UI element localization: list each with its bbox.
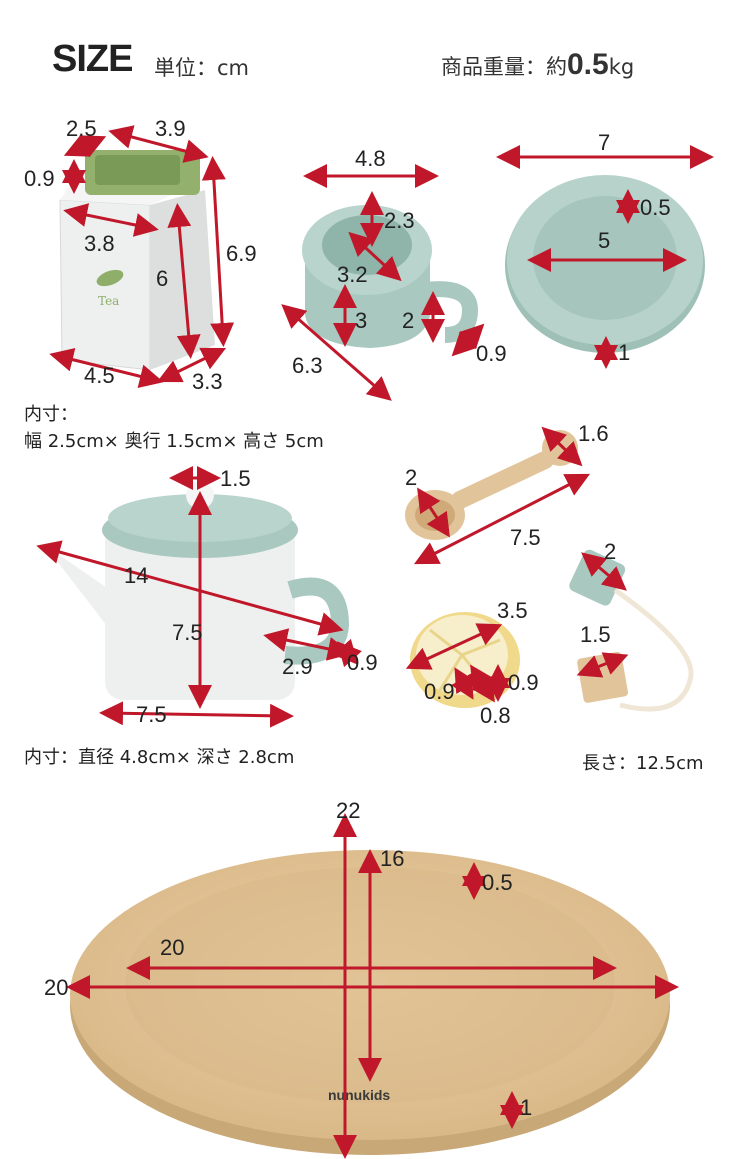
tray-dim-inner-width: 20	[160, 935, 185, 960]
weight-unit: kg	[608, 55, 635, 79]
teapot-inner-size: 内寸：直径 4.8cm× 深さ 2.8cm	[24, 747, 295, 768]
tray-dim-length: 22	[336, 798, 361, 823]
tea-box-dim-height: 6.9	[226, 241, 257, 266]
saucer-dim-diameter: 7	[598, 130, 611, 155]
saucer-dim-rim: 0.5	[640, 195, 671, 220]
spoon-dim-handle: 1.6	[578, 421, 609, 446]
saucer-dim-inner: 5	[598, 228, 611, 253]
teabag-dim-bag: 1.5	[580, 622, 611, 647]
teabag-dim-tag: 2	[604, 539, 617, 564]
tea-box-dim-height-inner: 6	[156, 266, 169, 291]
tea-box-dim-lid: 0.9	[24, 166, 55, 191]
teapot-dim-height: 7.5	[172, 620, 203, 645]
lemon-dim-gap: 0.8	[480, 703, 511, 728]
spoon-dim-length: 7.5	[510, 525, 541, 550]
tea-box-dim-width-inner: 3.8	[84, 231, 115, 256]
cup-dim-diameter: 4.8	[355, 146, 386, 171]
weight-prefix: 商品重量：約	[441, 55, 567, 79]
cup-dim-height: 3	[355, 308, 368, 333]
tea-box-dim-depth-top: 3.9	[155, 116, 186, 141]
lemon-dim-thickness: 0.9	[508, 670, 539, 695]
teapot-dim-knob: 1.5	[220, 466, 251, 491]
dimension-arrows	[36, 125, 714, 1159]
tea-box-label: Tea	[98, 294, 119, 308]
tea-box-illustration: Tea	[59, 150, 215, 371]
cup-dim-handle-height: 2	[402, 308, 415, 333]
tray-dim-thickness: 1	[520, 1095, 533, 1120]
lemon-dim-diameter: 3.5	[497, 598, 528, 623]
teapot-dim-width: 7.5	[136, 702, 167, 727]
spoon-dim-bowl: 2	[405, 465, 418, 490]
lemon-dim-cut: 0.9	[424, 679, 455, 704]
saucer-dim-thickness: 1	[618, 340, 631, 365]
tray-dim-width: 20	[44, 975, 69, 1000]
teapot-dim-handle: 2.9	[282, 654, 313, 679]
tray-dim-rim: 0.5	[482, 870, 513, 895]
page-title: SIZE	[52, 38, 133, 80]
tea-box-dim-width-bottom: 4.5	[84, 363, 115, 388]
unit-label: 単位：cm	[154, 56, 250, 80]
weight-value: 0.5	[567, 48, 609, 81]
teabag-length: 長さ：12.5cm	[582, 753, 704, 774]
tea-box-inner-size: 幅 2.5cm× 奥行 1.5cm× 高さ 5cm	[24, 431, 324, 452]
cup-dim-handle-width: 0.9	[476, 341, 507, 366]
cup-dim-length: 6.3	[292, 353, 323, 378]
teapot-dim-length: 14	[124, 563, 149, 588]
tea-box-dim-width-top: 2.5	[66, 116, 97, 141]
saucer-illustration	[505, 175, 705, 353]
tea-box-dim-depth-bottom: 3.3	[192, 369, 223, 394]
weight-label: 商品重量：約0.5kg	[441, 48, 634, 82]
teapot-dim-handle-thickness: 0.9	[347, 650, 378, 675]
cup-dim-inner-depth: 2.3	[384, 208, 415, 233]
tray-dim-inner-length: 16	[380, 846, 405, 871]
tray-brand-logo: nunukids	[328, 1087, 390, 1103]
tea-box-inner-title: 内寸：	[24, 404, 78, 425]
cup-dim-inner-diameter: 3.2	[337, 262, 368, 287]
